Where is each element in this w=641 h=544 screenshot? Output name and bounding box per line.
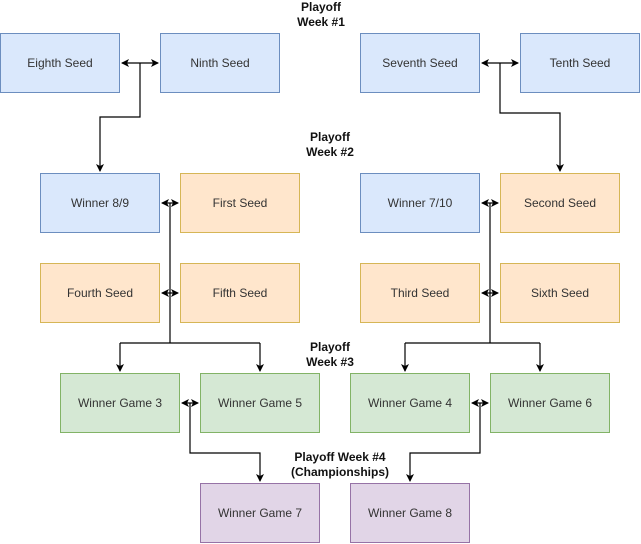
winner-game-7-box[interactable]: Winner Game 7 bbox=[200, 483, 320, 543]
third-seed-box[interactable]: Third Seed bbox=[360, 263, 480, 323]
connector-to-winner-8-9 bbox=[96, 63, 141, 172]
first-seed-box[interactable]: First Seed bbox=[180, 173, 300, 233]
tenth-seed-box[interactable]: Tenth Seed bbox=[520, 33, 640, 93]
seventh-seed-box[interactable]: Seventh Seed bbox=[360, 33, 480, 93]
second-seed-box[interactable]: Second Seed bbox=[500, 173, 620, 233]
winner-game-4-box[interactable]: Winner Game 4 bbox=[350, 373, 470, 433]
sixth-seed-box[interactable]: Sixth Seed bbox=[500, 263, 620, 323]
winner-8-9-box[interactable]: Winner 8/9 bbox=[40, 173, 160, 233]
winner-game-3-box[interactable]: Winner Game 3 bbox=[60, 373, 180, 433]
fourth-seed-box[interactable]: Fourth Seed bbox=[40, 263, 160, 323]
week1-label: Playoff Week #1 bbox=[297, 0, 345, 29]
week2-label: Playoff Week #2 bbox=[306, 130, 354, 159]
week4-label: Playoff Week #4 (Championships) bbox=[291, 450, 389, 479]
eighth-seed-box[interactable]: Eighth Seed bbox=[0, 33, 120, 93]
winner-game-6-box[interactable]: Winner Game 6 bbox=[490, 373, 610, 433]
week3-label: Playoff Week #3 bbox=[306, 340, 354, 369]
connector-to-winner-7-10 bbox=[499, 63, 564, 172]
ninth-seed-box[interactable]: Ninth Seed bbox=[160, 33, 280, 93]
connector-to-wg7 bbox=[189, 403, 264, 482]
winner-game-8-box[interactable]: Winner Game 8 bbox=[350, 483, 470, 543]
fifth-seed-box[interactable]: Fifth Seed bbox=[180, 263, 300, 323]
winner-game-5-box[interactable]: Winner Game 5 bbox=[200, 373, 320, 433]
winner-7-10-box[interactable]: Winner 7/10 bbox=[360, 173, 480, 233]
connector-to-wg8 bbox=[406, 403, 481, 482]
